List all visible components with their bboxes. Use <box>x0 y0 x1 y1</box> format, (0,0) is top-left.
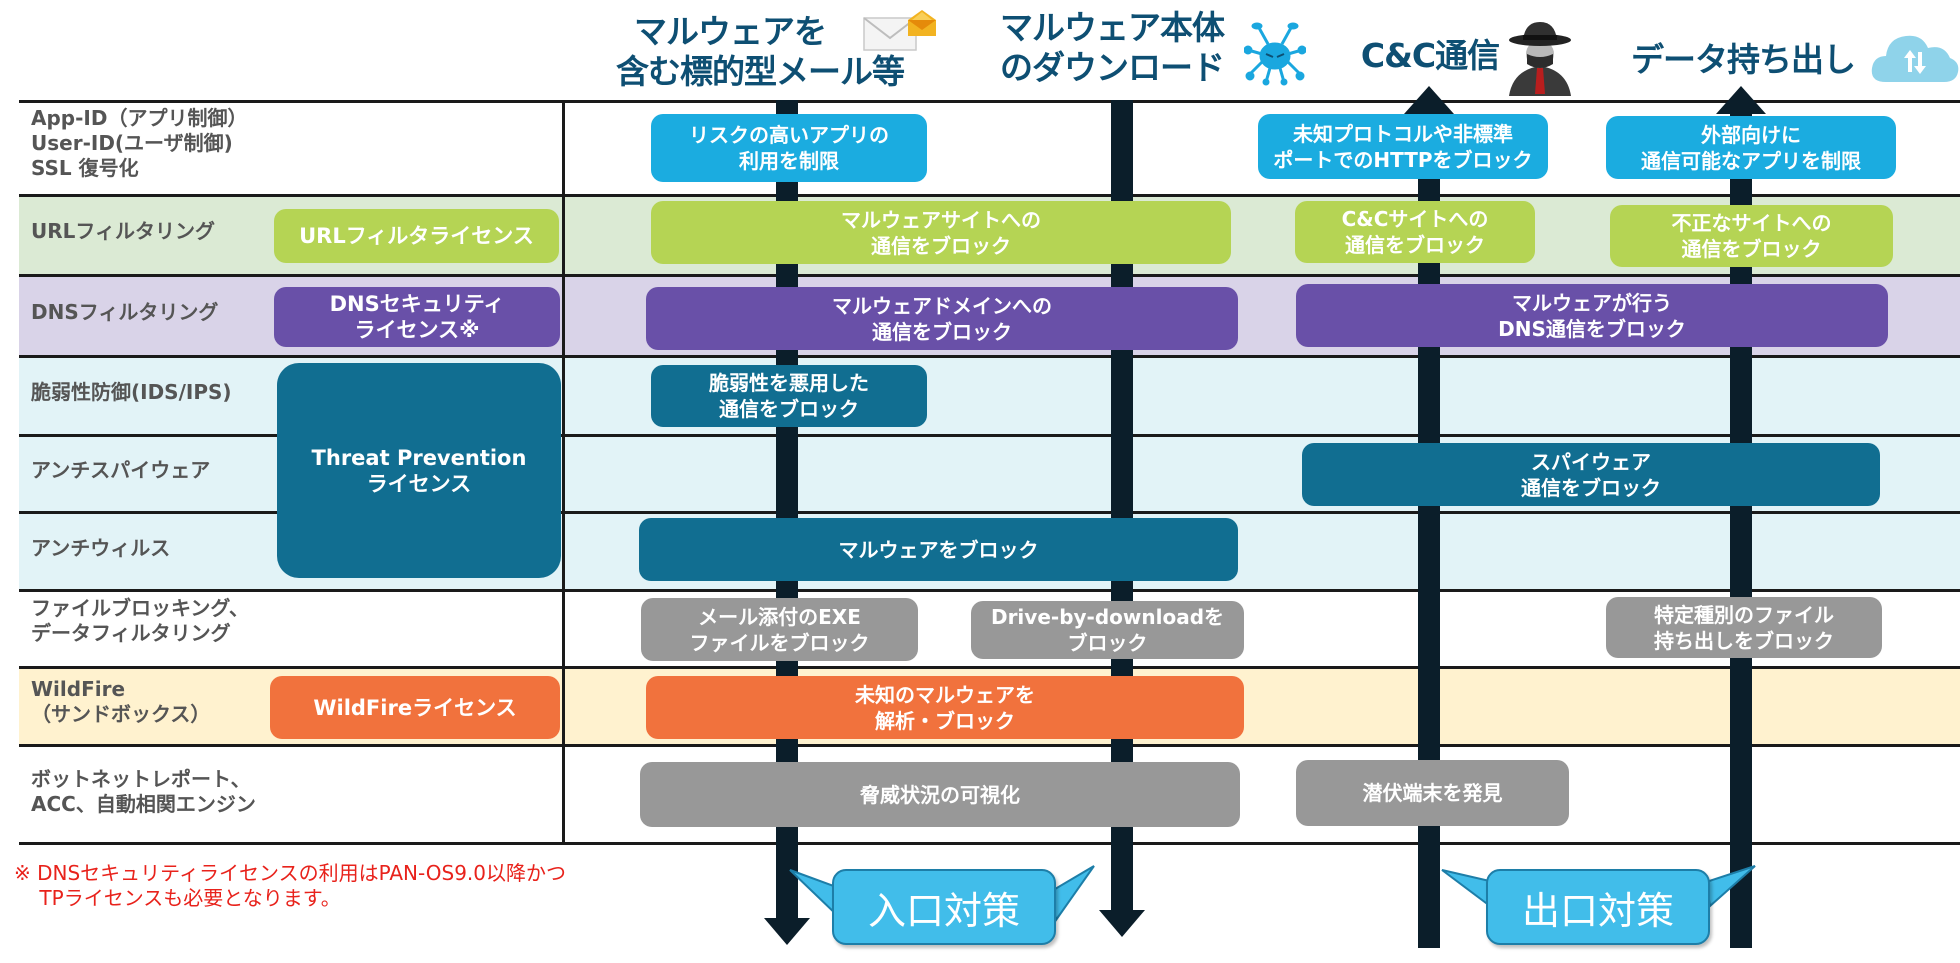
header-malware-download-line1: マルウェア本体 <box>1000 8 1225 47</box>
header-malware-download: マルウェア本体 のダウンロード <box>1000 8 1240 88</box>
header-c2-label: C&C通信 <box>1360 36 1500 75</box>
spy-icon <box>1505 20 1575 96</box>
measure-analyze-unknown-malware: 未知のマルウェアを 解析・ブロック <box>646 676 1244 739</box>
header-targeted-mail-line1: マルウェアを <box>634 12 827 51</box>
column-divider <box>562 100 565 844</box>
footnote: ※ DNSセキュリティライセンスの利用はPAN-OS9.0以降かつ TPライセン… <box>14 861 567 910</box>
measure-block-file-exfiltration: 特定種別のファイル 持ち出しをブロック <box>1606 597 1882 658</box>
row-label-wildfire: WildFire （サンドボックス） <box>31 677 211 726</box>
header-exfiltration-label: データ持ち出し <box>1631 40 1856 79</box>
bug-icon <box>1243 20 1307 86</box>
measure-block-malware-site: マルウェアサイトへの 通信をブロック <box>651 201 1231 264</box>
measure-block-malware-domain: マルウェアドメインへの 通信をブロック <box>646 287 1238 350</box>
measure-block-drive-by-download: Drive-by-downloadを ブロック <box>971 601 1244 659</box>
measure-block-cc-site: C&Cサイトへの 通信をブロック <box>1295 201 1535 263</box>
measure-block-exploit: 脆弱性を悪用した 通信をブロック <box>651 365 927 427</box>
row-label-antivirus: アンチウィルス <box>31 536 171 560</box>
arrow-head-up-c2 <box>1404 86 1454 114</box>
header-malware-download-line2: のダウンロード <box>1000 48 1225 87</box>
callout-inbound-measures: 入口対策 <box>832 869 1056 945</box>
header-targeted-mail-line2: 含む標的型メール等 <box>616 52 905 91</box>
row-label-ips: 脆弱性防御(IDS/IPS) <box>31 380 232 404</box>
measure-block-malware-dns: マルウェアが行う DNS通信をブロック <box>1296 284 1888 347</box>
callout-tail-inbound-right <box>1048 865 1095 923</box>
threat-prevention-license: Threat Prevention ライセンス <box>277 363 561 578</box>
arrow-head-down-malware-download <box>1099 910 1145 937</box>
measure-find-infected-hosts: 潜伏端末を発見 <box>1296 760 1569 826</box>
url-filter-license: URLフィルタライセンス <box>274 209 559 263</box>
row-label-url-filtering: URLフィルタリング <box>31 219 215 243</box>
measure-block-unknown-protocol: 未知プロトコルや非標準 ポートでのHTTPをブロック <box>1258 114 1548 179</box>
header-c2: C&C通信 <box>1355 36 1505 76</box>
arrow-head-up-exfiltration <box>1716 86 1766 114</box>
row-label-botnet-report: ボットネットレポート、 ACC、自動相関エンジン <box>31 767 256 816</box>
measure-block-spyware: スパイウェア 通信をブロック <box>1302 443 1880 506</box>
measure-restrict-outbound-apps: 外部向けに 通信可能なアプリを制限 <box>1606 116 1896 179</box>
envelope-icon <box>862 6 938 52</box>
measure-block-illegal-site: 不正なサイトへの 通信をブロック <box>1610 205 1893 267</box>
measure-block-malware: マルウェアをブロック <box>639 518 1238 581</box>
measure-restrict-risky-apps: リスクの高いアプリの 利用を制限 <box>651 114 927 182</box>
arrow-head-down-targeted-mail <box>764 918 810 945</box>
row-label-app-id: App-ID（アプリ制御） User-ID(ユーザ制御) SSL 復号化 <box>31 106 248 180</box>
cloud-transfer-icon <box>1868 28 1960 84</box>
dns-security-license: DNSセキュリティ ライセンス※ <box>274 287 560 347</box>
row-label-anti-spyware: アンチスパイウェア <box>31 458 211 482</box>
callout-outbound-measures: 出口対策 <box>1486 869 1710 945</box>
row-label-dns-filtering: DNSフィルタリング <box>31 300 219 324</box>
measure-block-exe-attachment: メール添付のEXE ファイルをブロック <box>641 598 918 661</box>
wildfire-license: WildFireライセンス <box>270 676 560 739</box>
header-exfiltration: データ持ち出し <box>1618 40 1868 80</box>
table-bottom-border <box>19 842 1960 845</box>
measure-visualize-threats: 脅威状況の可視化 <box>640 762 1240 827</box>
header-targeted-mail: マルウェアを 含む標的型メール等 <box>590 12 930 92</box>
row-label-file-blocking: ファイルブロッキング、 データフィルタリング <box>31 596 249 645</box>
callout-tail-outbound-right <box>1704 865 1756 908</box>
